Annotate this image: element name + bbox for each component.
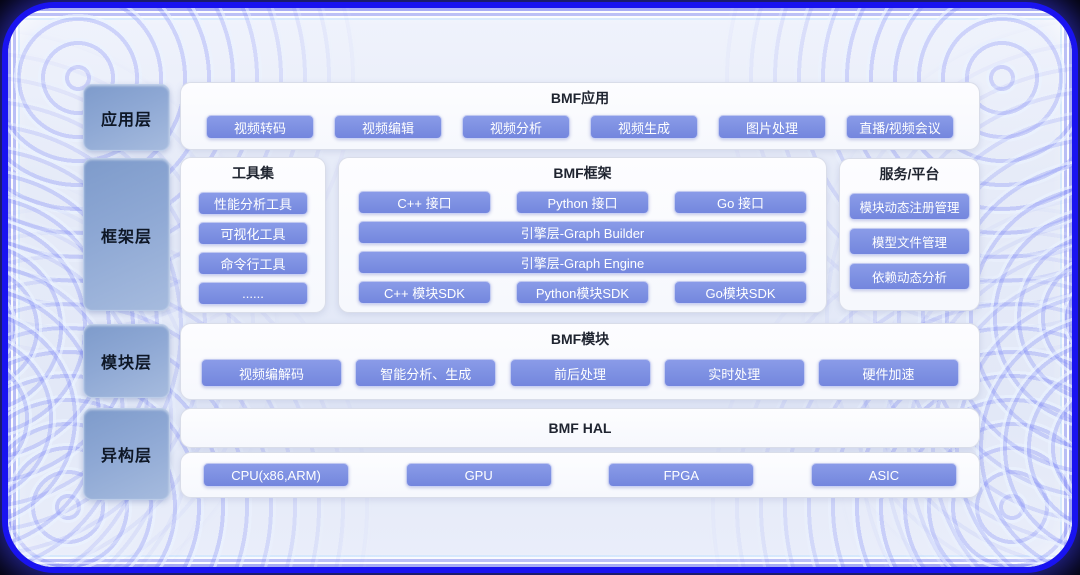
block-more-tools-ellipsis: ...... [198,282,308,305]
block-intelligent-analysis-generation: 智能分析、生成 [355,359,497,387]
block-python-api: Python 接口 [516,191,649,214]
block-video-generation: 视频生成 [590,115,698,139]
panel-toolset: 工具集 性能分析工具 可视化工具 命令行工具 ...... [180,157,326,313]
module-blocks-row: 视频编解码 智能分析、生成 前后处理 实时处理 硬件加速 [181,359,979,387]
layer-label-framework-text: 框架层 [100,228,152,246]
block-cpp-module-sdk: C++ 模块SDK [358,281,491,304]
toolset-blocks-column: 性能分析工具 可视化工具 命令行工具 ...... [181,192,325,312]
block-visualization-tool: 可视化工具 [198,222,308,245]
block-model-file-management: 模型文件管理 [849,228,970,255]
layer-label-module: 模块层 [83,324,170,398]
panel-bmf-application: BMF应用 视频转码 视频编辑 视频分析 视频生成 图片处理 直播/视频会议 [180,82,980,150]
panel-title-bmf-application: BMF应用 [550,90,610,106]
services-blocks-column: 模块动态注册管理 模型文件管理 依赖动态分析 [840,193,979,298]
block-asic: ASIC [810,463,957,487]
block-image-processing: 图片处理 [718,115,826,139]
block-go-api: Go 接口 [674,191,807,214]
panel-title-bmf-hal: BMF HAL [548,420,612,436]
block-python-module-sdk: Python模块SDK [516,281,649,304]
block-dependency-dynamic-analysis: 依赖动态分析 [849,263,970,290]
framework-sdk-row: C++ 模块SDK Python模块SDK Go模块SDK [339,281,826,304]
block-video-transcoding: 视频转码 [206,115,314,139]
panel-hardware: CPU(x86,ARM) GPU FPGA ASIC [180,452,980,498]
block-live-video-conference: 直播/视频会议 [846,115,954,139]
panel-services-platform: 服务/平台 模块动态注册管理 模型文件管理 依赖动态分析 [839,158,980,311]
layer-label-heterogeneous: 异构层 [83,408,170,500]
panel-bmf-hal: BMF HAL [180,408,980,448]
panel-bmf-framework: BMF框架 C++ 接口 Python 接口 Go 接口 引擎层-Graph B… [338,157,827,313]
block-cpp-api: C++ 接口 [358,191,491,214]
block-go-module-sdk: Go模块SDK [674,281,807,304]
panel-title-bmf-module: BMF模块 [550,331,610,347]
panel-title-toolset: 工具集 [232,165,274,181]
block-cpu: CPU(x86,ARM) [203,463,349,487]
block-fpga: FPGA [608,463,755,487]
framework-api-row: C++ 接口 Python 接口 Go 接口 [339,191,826,214]
block-gpu: GPU [405,463,552,487]
block-engine-graph-engine: 引擎层-Graph Engine [358,251,807,274]
layer-label-application: 应用层 [83,84,170,151]
block-hardware-acceleration: 硬件加速 [818,359,959,387]
layer-label-module-text: 模块层 [100,355,152,372]
block-performance-analysis-tool: 性能分析工具 [198,192,308,215]
block-video-analysis: 视频分析 [462,115,570,139]
layer-label-application-text: 应用层 [100,111,152,129]
layer-label-framework: 框架层 [83,158,170,311]
block-engine-graph-builder: 引擎层-Graph Builder [358,221,807,244]
block-command-line-tool: 命令行工具 [198,252,308,275]
block-realtime-processing: 实时处理 [663,359,805,387]
block-video-codec: 视频编解码 [201,359,342,387]
panel-title-services-platform: 服务/平台 [879,166,940,182]
block-video-editing: 视频编辑 [334,115,442,139]
layer-label-heterogeneous-text: 异构层 [100,448,152,465]
block-pre-post-processing: 前后处理 [509,359,651,387]
panel-bmf-module: BMF模块 视频编解码 智能分析、生成 前后处理 实时处理 硬件加速 [180,323,980,400]
application-blocks-row: 视频转码 视频编辑 视频分析 视频生成 图片处理 直播/视频会议 [181,115,979,139]
panel-title-bmf-framework: BMF框架 [553,165,612,181]
block-module-dynamic-registration: 模块动态注册管理 [849,193,970,220]
